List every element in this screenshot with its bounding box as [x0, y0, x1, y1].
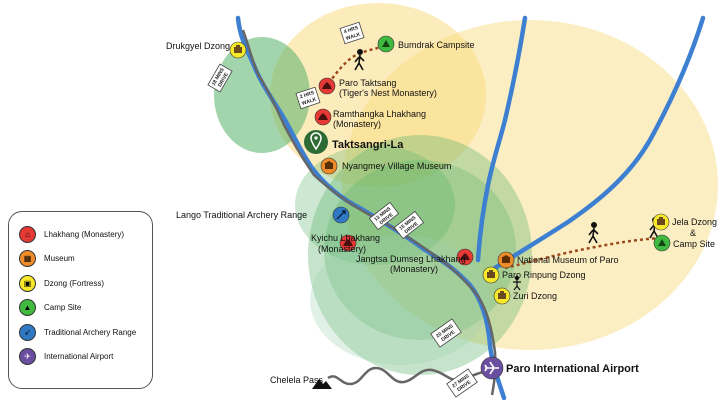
museum-icon: ▦ — [19, 250, 36, 268]
tag-drive-27: 27 MINS DRIVE — [446, 368, 478, 398]
label-airport: Paro International Airport — [506, 363, 639, 375]
archery-icon: ➶ — [19, 323, 36, 341]
svg-text:WALK: WALK — [301, 97, 317, 107]
label-chelela: Chelela Pass — [270, 375, 324, 385]
marker-drukgyel-dzong — [229, 41, 247, 59]
map-legend: ⌂ Lhakhang (Monastery) ▦ Museum ▣ Dzong … — [8, 211, 153, 389]
label-zuri: Zuri Dzong — [513, 291, 557, 301]
river-east — [492, 15, 706, 271]
marker-jangtsa-lhakhang — [456, 248, 474, 266]
marker-zuri-dzong — [493, 287, 511, 305]
label-ramthangka-sub: (Monastery) — [333, 119, 381, 129]
label-jangtsa-sub: (Monastery) — [390, 264, 438, 274]
legend-label: Dzong (Fortress) — [44, 278, 105, 288]
museum-icon — [502, 258, 510, 263]
location-pin-icon — [310, 132, 322, 151]
legend-label: Camp Site — [44, 303, 82, 313]
label-jela-amp: & — [690, 228, 696, 238]
fortress-icon — [498, 293, 506, 299]
markers — [229, 35, 671, 380]
archery-icon — [336, 210, 346, 220]
marker-rinpung-dzong — [482, 266, 500, 284]
zone-green-mid — [324, 160, 516, 340]
legend-item-fortress: ▣ Dzong (Fortress) — [9, 271, 152, 296]
zone-green-large — [308, 135, 532, 375]
tag-walk-2: 2 HRS WALK — [295, 86, 321, 110]
marker-lango-archery — [332, 206, 350, 224]
legend-label: Traditional Archery Range — [44, 327, 137, 337]
mountain-icon — [312, 379, 332, 389]
label-taktsang-sub: (Tiger's Nest Monastery) — [339, 88, 437, 98]
river-do-chhu — [475, 15, 528, 263]
label-kyichu: Kyichu Lhakhang — [311, 233, 380, 243]
fortress-icon — [657, 219, 665, 225]
place-labels: Drukgyel Dzong Bumdrak Campsite Paro Tak… — [166, 40, 717, 385]
monastery-icon — [322, 82, 332, 89]
airplane-icon — [484, 361, 499, 375]
route-tags: 4 HRS WALK 2 HRS WALK 18 MINS DRIVE 13 M… — [207, 21, 478, 398]
tag-drive-20: 20 MINS DRIVE — [430, 318, 462, 348]
svg-text:WALK: WALK — [345, 32, 361, 42]
label-lango: Lango Traditional Archery Range — [176, 210, 307, 220]
legend-item-museum: ▦ Museum — [9, 247, 152, 272]
label-jela: Jela Dzong — [672, 217, 717, 227]
label-taktsang: Paro Taktsang — [339, 78, 396, 88]
tent-icon — [382, 40, 390, 47]
label-jela-camp: Camp Site — [673, 239, 715, 249]
zones — [214, 3, 718, 375]
svg-text:4 HRS: 4 HRS — [343, 25, 359, 35]
label-kyichu-sub: (Monastery) — [318, 244, 366, 254]
legend-item-airport: ✈ International Airport — [9, 345, 152, 370]
legend-item-campsite: ▲ Camp Site — [9, 296, 152, 321]
tent-icon: ▲ — [19, 299, 36, 317]
airplane-icon: ✈ — [19, 348, 36, 366]
marker-nyangmey-museum — [320, 157, 338, 175]
marker-jela-dzong — [652, 213, 670, 231]
monastery-icon — [318, 113, 328, 120]
monastery-icon: ⌂ — [19, 225, 36, 243]
fortress-icon — [234, 47, 242, 53]
svg-text:2 HRS: 2 HRS — [299, 90, 315, 100]
marker-kyichu-lhakhang — [339, 234, 357, 252]
legend-label: International Airport — [44, 352, 114, 362]
hiker-icon — [354, 49, 365, 71]
tent-icon — [658, 239, 666, 246]
label-jangtsa: Jangtsa Dumseg Lhakhang — [356, 254, 466, 264]
trails — [324, 44, 661, 270]
legend-label: Museum — [44, 254, 75, 264]
marker-paro-taktsang — [318, 77, 336, 95]
label-rinpung: Paro Rinpung Dzong — [502, 270, 586, 280]
legend-item-archery: ➶ Traditional Archery Range — [9, 320, 152, 345]
hiker-icon — [588, 222, 599, 244]
archer-icon — [513, 275, 521, 291]
trail-bumdrak — [324, 44, 387, 89]
tag-walk-4: 4 HRS WALK — [339, 21, 365, 45]
museum-icon — [325, 164, 333, 169]
marker-ramthangka-lhakhang — [314, 108, 332, 126]
label-drukgyel: Drukgyel Dzong — [166, 41, 230, 51]
zone-green-upper — [295, 145, 455, 265]
legend-item-monastery: ⌂ Lhakhang (Monastery) — [9, 222, 152, 247]
marker-national-museum — [497, 251, 515, 269]
marker-paro-airport — [480, 356, 504, 380]
trail-jela — [504, 236, 661, 270]
label-bumdrak: Bumdrak Campsite — [398, 40, 475, 50]
label-ramthangka: Ramthangka Lhakhang — [333, 109, 426, 119]
label-taktsangri-la: Taktsangri-La — [332, 139, 404, 151]
fortress-icon: ▣ — [19, 274, 36, 292]
monastery-icon — [343, 239, 353, 246]
marker-taktsangri-la — [304, 130, 328, 154]
label-nyangmey: Nyangmey Village Museum — [342, 161, 451, 171]
marker-bumdrak-campsite — [377, 35, 395, 53]
monastery-icon — [460, 253, 470, 260]
label-national-museum: National Museum of Paro — [517, 255, 619, 265]
fortress-icon — [487, 272, 495, 278]
marker-jela-campsite — [653, 234, 671, 252]
legend-label: Lhakhang (Monastery) — [44, 229, 125, 239]
road-main — [241, 29, 497, 396]
